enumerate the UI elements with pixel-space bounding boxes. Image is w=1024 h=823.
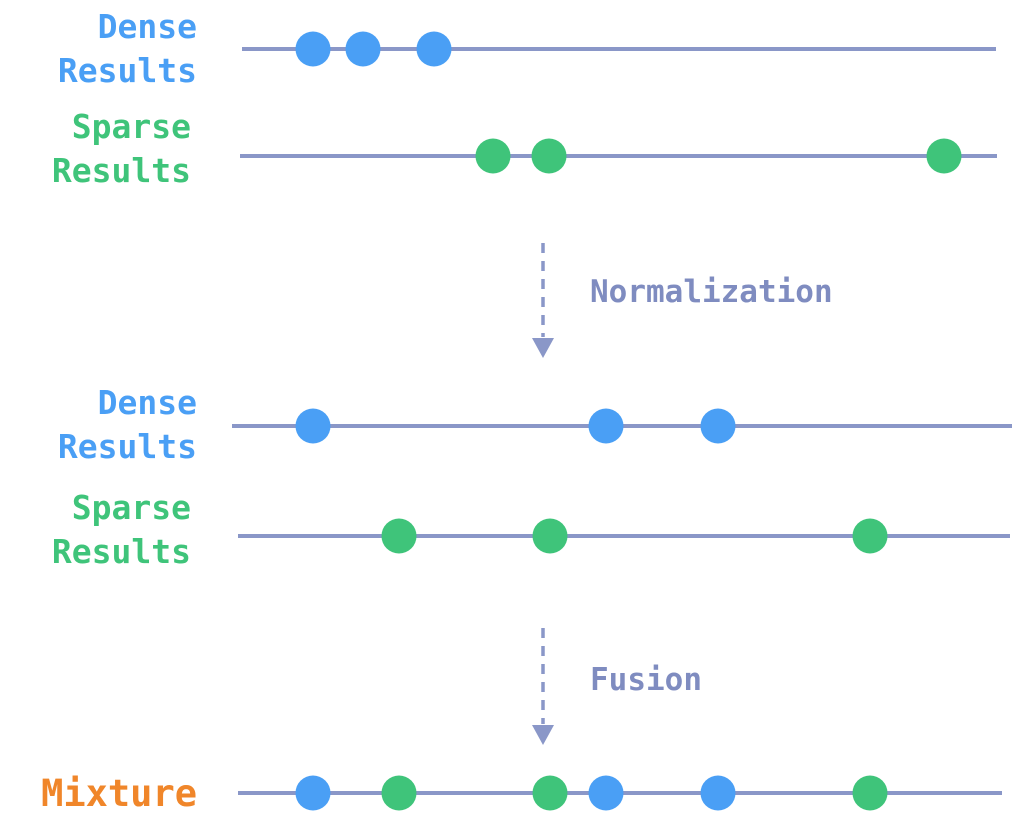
mixture-dense-point (700, 775, 736, 811)
mixture-sparse-point (532, 775, 568, 811)
raw-dense-point (345, 31, 381, 67)
mixture-row: Mixture (41, 772, 1002, 815)
normalization-arrowhead-icon (532, 338, 554, 358)
normalized-sparse-row: Sparse Results (52, 488, 1010, 571)
fusion-step: Fusion (532, 628, 702, 745)
normalized-dense-label-line2: Results (58, 427, 197, 466)
mixture-label: Mixture (41, 772, 197, 815)
normalized-dense-row: Dense Results (58, 383, 1012, 466)
normalized-dense-point (295, 408, 331, 444)
raw-dense-point (295, 31, 331, 67)
mixture-dense-point (295, 775, 331, 811)
mixture-dense-point (588, 775, 624, 811)
raw-sparse-point (926, 138, 962, 174)
raw-dense-point (416, 31, 452, 67)
normalized-sparse-point (532, 518, 568, 554)
fusion-label: Fusion (590, 662, 702, 698)
raw-sparse-label-line2: Results (52, 151, 191, 190)
normalized-sparse-label-line1: Sparse (72, 488, 191, 527)
normalization-step: Normalization (532, 243, 833, 358)
raw-sparse-point (475, 138, 511, 174)
normalized-sparse-point (852, 518, 888, 554)
raw-sparse-label-line1: Sparse (72, 107, 191, 146)
normalized-dense-point (588, 408, 624, 444)
raw-sparse-row: Sparse Results (52, 107, 997, 190)
raw-dense-label-line2: Results (58, 51, 197, 90)
normalized-sparse-label-line2: Results (52, 532, 191, 571)
normalized-dense-label-line1: Dense (98, 383, 197, 422)
fusion-arrowhead-icon (532, 725, 554, 745)
normalized-sparse-point (381, 518, 417, 554)
raw-sparse-point (531, 138, 567, 174)
mixture-sparse-point (381, 775, 417, 811)
mixture-sparse-point (852, 775, 888, 811)
normalized-dense-point (700, 408, 736, 444)
raw-dense-label-line1: Dense (98, 7, 197, 46)
normalization-label: Normalization (590, 274, 833, 310)
raw-dense-row: Dense Results (58, 7, 996, 90)
